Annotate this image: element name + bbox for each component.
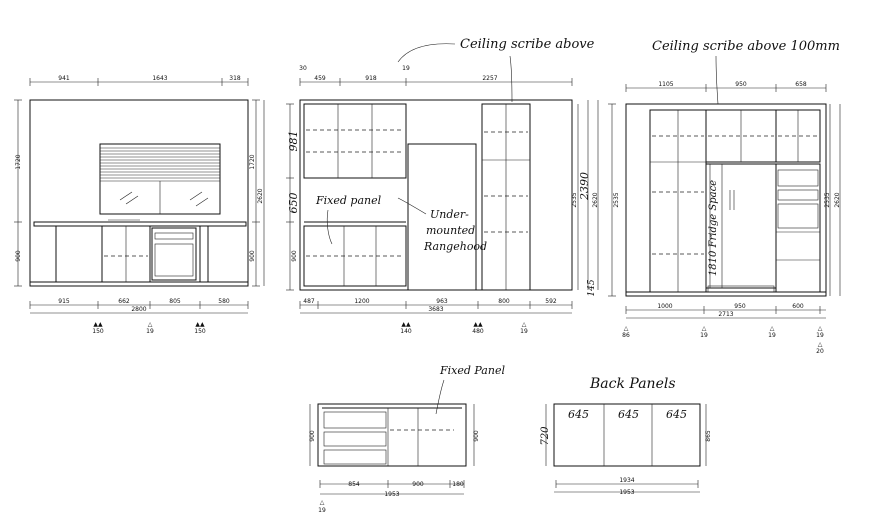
elev2-top-dim-1: 918 — [365, 75, 377, 82]
elev2-marker-1: 480 — [472, 328, 484, 335]
elev2-left-dim-2: 900 — [291, 250, 298, 262]
elev1-bottom-dim-1: 662 — [118, 298, 130, 305]
elev2-top-dim-2: 19 — [402, 65, 410, 72]
island-bottom-dim-0: 854 — [348, 481, 360, 488]
back-panels-title: Back Panels — [589, 376, 676, 392]
elev2-marker-0: 140 — [400, 328, 412, 335]
elev3-top-dim-0: 1105 — [658, 81, 673, 88]
elev3-fridge-note: 1810 Fridge Space — [708, 180, 719, 276]
elev3-top-dim-2: 658 — [795, 81, 807, 88]
elev2-fixed-panel-note: Fixed panel — [315, 194, 382, 207]
back-panels-right-dim: 865 — [705, 430, 712, 442]
elev3-ceiling-note: Ceiling scribe above 100mm — [652, 39, 840, 54]
elev1-right-dim-2: 2620 — [257, 188, 264, 203]
elev1-marker-1: 19 — [146, 328, 154, 335]
island-fixed-panel-note: Fixed Panel — [439, 364, 505, 377]
back-panels-total: 1953 — [619, 489, 634, 496]
elev2-total-dim: 3683 — [428, 306, 443, 313]
elev3-marker-1: 19 — [700, 332, 708, 339]
elev2-marker-arrow-0: ▲▲ — [401, 321, 411, 328]
elev2-rangehood-line-1: Under- — [430, 208, 469, 221]
elev3-marker-arrow-0: △ — [624, 325, 629, 332]
elev3-bottom-dim-1: 950 — [734, 303, 746, 310]
elev1-right-dim-1: 900 — [249, 250, 256, 262]
back-panel-2-width: 645 — [666, 408, 687, 421]
back-panels-left-dim: 720 — [540, 426, 551, 446]
elev3-marker-4: 20 — [816, 348, 824, 355]
elev1-right-dim-0: 1720 — [249, 154, 256, 169]
elev2-marker-2: 19 — [520, 328, 528, 335]
elev3-bottom-dim-2: 600 — [792, 303, 804, 310]
back-panels-inner-total: 1934 — [619, 477, 634, 484]
back-panel-0-width: 645 — [568, 408, 589, 421]
back-panel-1-width: 645 — [618, 408, 639, 421]
elev1-left-dim-1: 900 — [15, 250, 22, 262]
elev1-marker-arrow-0: ▲▲ — [93, 321, 103, 328]
elev1-total-dim: 2800 — [131, 306, 146, 313]
elev3-marker-arrow-1: △ — [702, 325, 707, 332]
elev3-bottom-dim-0: 1000 — [657, 303, 672, 310]
elevation-2: 30 459 918 19 2257 Ceiling scribe above — [286, 37, 599, 335]
elev1-marker-arrow-2: ▲▲ — [195, 321, 205, 328]
island-total-dim: 1953 — [384, 491, 399, 498]
elevation-1: 941 1643 318 — [14, 75, 265, 335]
elev2-right-dim-1: 2535 — [571, 192, 578, 207]
elev3-marker-3: 19 — [816, 332, 824, 339]
elev3-right-dim-1: 2620 — [834, 192, 841, 207]
elev3-marker-arrow-3: △ — [818, 325, 823, 332]
elev2-side-dim: 145 — [587, 279, 597, 296]
elev3-marker-arrow-2: △ — [770, 325, 775, 332]
elev3-marker-arrow-4: △ — [818, 341, 823, 348]
elev2-bottom-dim-3: 800 — [498, 298, 510, 305]
elev2-bottom-dim-2: 963 — [436, 298, 448, 305]
elev3-right-dim-0: 2535 — [824, 192, 831, 207]
elev1-bottom-dim-0: 915 — [58, 298, 70, 305]
elev3-marker-0: 86 — [622, 332, 630, 339]
elev1-top-dim-1: 1643 — [152, 75, 167, 82]
elev2-left-dim-1: 650 — [287, 193, 300, 214]
elev2-left-dim-0: 981 — [287, 131, 300, 152]
elev2-right-dim-0: 2390 — [578, 172, 591, 201]
elev1-bottom-dim-2: 805 — [169, 298, 181, 305]
elev1-bottom-dim-3: 580 — [218, 298, 230, 305]
back-panels: Back Panels 645 645 645 720 865 1934 195… — [540, 376, 712, 496]
elev2-top-note: 30 — [299, 65, 307, 72]
elev3-top-dim-1: 950 — [735, 81, 747, 88]
elev2-rangehood-line-3: Rangehood — [423, 240, 487, 253]
island-marker-arrow: △ — [320, 499, 325, 506]
elev2-marker-arrow-2: △ — [522, 321, 527, 328]
elev3-left-dim: 2535 — [613, 192, 620, 207]
elev3-total-dim: 2713 — [718, 311, 733, 318]
island-marker: 19 — [318, 507, 326, 514]
island-right-dim: 900 — [473, 430, 480, 442]
elev2-top-dim-0: 459 — [314, 75, 326, 82]
elev2-bottom-dim-1: 1200 — [354, 298, 369, 305]
island-left-dim: 900 — [309, 430, 316, 442]
elev2-marker-arrow-1: ▲▲ — [473, 321, 483, 328]
elev2-right-dim-2: 2620 — [592, 192, 599, 207]
elev1-top-dim-0: 941 — [58, 75, 70, 82]
elev2-ceiling-note: Ceiling scribe above — [460, 37, 595, 52]
elev3-marker-2: 19 — [768, 332, 776, 339]
elev2-bottom-dim-0: 487 — [303, 298, 315, 305]
elev1-marker-arrow-1: △ — [148, 321, 153, 328]
elev2-rangehood-line-2: mounted — [426, 224, 475, 237]
elev1-marker-2: 150 — [194, 328, 206, 335]
island-elevation: Fixed Panel 900 900 854 900 180 1953 △ 1… — [309, 364, 505, 514]
elev2-bottom-dim-4: 592 — [545, 298, 557, 305]
elev1-left-dim-0: 1720 — [15, 154, 22, 169]
island-bottom-dim-1: 900 — [412, 481, 424, 488]
elevation-3: Ceiling scribe above 100mm 1105 950 658 … — [608, 39, 841, 355]
elev1-top-dim-2: 318 — [229, 75, 241, 82]
elev2-top-dim-3: 2257 — [482, 75, 497, 82]
island-bottom-dim-2: 180 — [452, 481, 464, 488]
elev1-marker-0: 150 — [92, 328, 104, 335]
